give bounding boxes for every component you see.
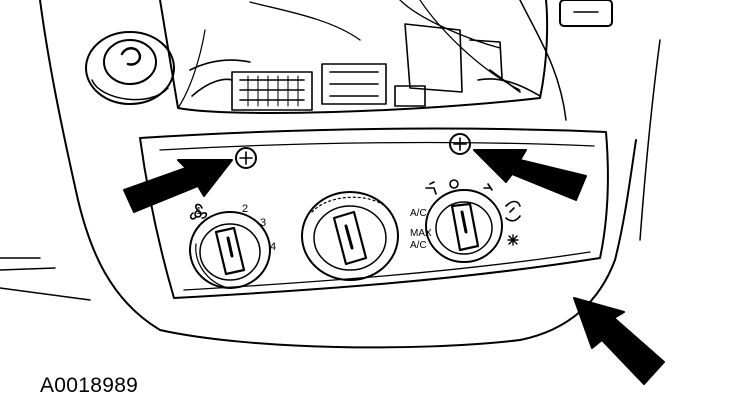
bottom-arrow-icon	[573, 297, 665, 385]
fan-speed-label-4: 4	[270, 241, 276, 253]
ac-label: A/C	[410, 208, 427, 219]
left-arrow-icon	[123, 159, 233, 213]
panel-vent-icon	[425, 181, 437, 195]
fan-speed-label-3: 3	[260, 217, 266, 229]
max-label: MAX	[410, 228, 432, 239]
right-arrow-icon	[473, 149, 587, 201]
switch-button	[559, 0, 613, 27]
left-screw-icon	[235, 147, 257, 169]
temperature-knob	[301, 191, 399, 281]
lighter-knob	[85, 31, 175, 105]
right-screw-icon	[449, 133, 471, 155]
mode-knob	[425, 189, 503, 263]
floor-icon	[483, 183, 493, 191]
fan-speed-knob	[189, 211, 271, 289]
fan-icon	[189, 203, 208, 220]
fan-speed-label-1: 1	[196, 206, 202, 217]
snowflake-icon	[507, 234, 519, 246]
dashboard-background	[0, 0, 661, 349]
floor-panel-icon	[449, 179, 459, 189]
wiring-harness	[189, 23, 541, 111]
fan-speed-label-2: 2	[242, 203, 248, 215]
max-ac-label: A/C	[410, 240, 427, 251]
figure-id: A0018989	[40, 374, 139, 397]
defrost-icon	[505, 200, 521, 222]
